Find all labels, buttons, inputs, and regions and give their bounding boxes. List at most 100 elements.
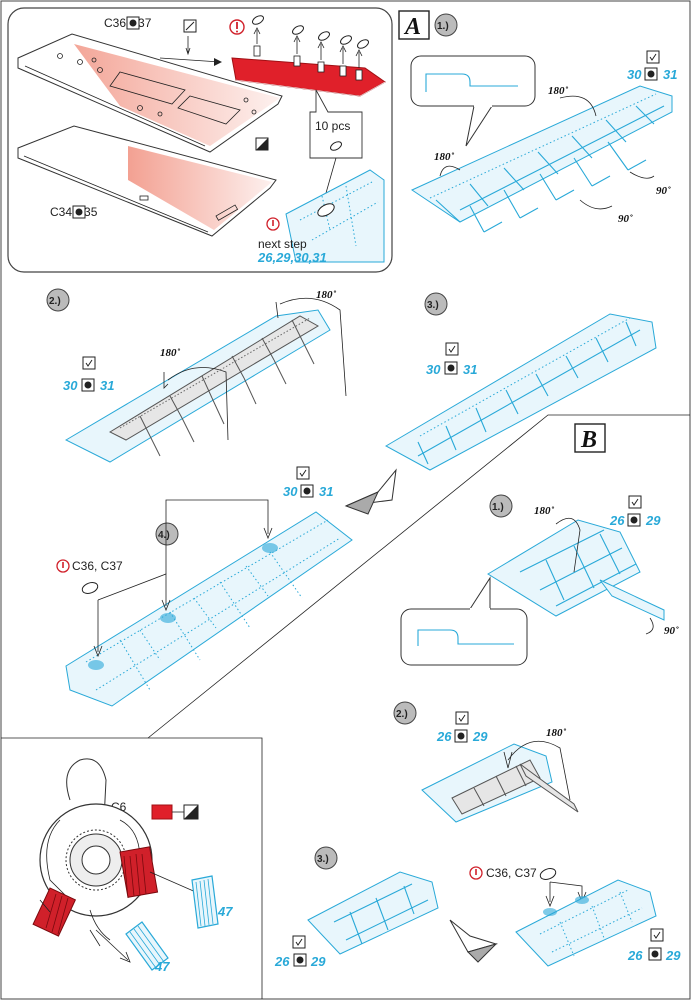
count-callout: 10 pcs bbox=[309, 89, 363, 201]
engine-pe-right-text: 47 bbox=[217, 904, 233, 919]
step-a1-angle-b: 180˚ bbox=[548, 85, 569, 97]
lower-parts-label: C34 C35 bbox=[50, 205, 98, 219]
step-b3-part-b: 29 bbox=[310, 954, 326, 969]
step-b3-glue-label: C36, C37 bbox=[469, 866, 557, 880]
step-b2-part-b: 29 bbox=[472, 729, 488, 744]
half-fill-icon bbox=[255, 137, 269, 151]
step-b3-parts: 26 29 bbox=[274, 935, 326, 969]
step-a3-parts: 30 31 bbox=[426, 342, 477, 377]
step-b1-arc-a bbox=[555, 517, 581, 573]
step-b3-wing bbox=[307, 871, 439, 955]
step-a1-part-a: 30 bbox=[627, 67, 642, 82]
step-a3-text: 3.) bbox=[427, 300, 439, 311]
step-a3-part-b: 31 bbox=[463, 362, 477, 377]
section-b-text: B bbox=[580, 427, 597, 453]
step-a2-parts: 30 31 bbox=[63, 356, 114, 393]
engine-pe-left-text: 47 bbox=[154, 959, 170, 974]
step-a2-part-a: 30 bbox=[63, 378, 78, 393]
next-step-text: next step bbox=[258, 237, 307, 251]
step-a2-wing bbox=[64, 309, 331, 463]
upper-parts-label: C36 C37 bbox=[104, 16, 152, 30]
step-a3-label: 3.) bbox=[424, 292, 448, 316]
overview-arrow-head bbox=[214, 58, 222, 66]
step-b1-text: 1.) bbox=[492, 502, 504, 513]
step-a1-angle-d: 90˚ bbox=[618, 213, 633, 225]
step-b2-angle-a: 180˚ bbox=[546, 727, 567, 739]
step-b1-angle-b: 90˚ bbox=[664, 625, 679, 637]
step-a4-arrow-b bbox=[97, 573, 171, 612]
step-a4-arrow-a bbox=[93, 600, 103, 658]
overview-upper-wing bbox=[17, 33, 283, 153]
step-a1-parts: 30 31 bbox=[627, 50, 677, 82]
step-b2-arc bbox=[507, 740, 571, 801]
step-b3-wing-after bbox=[515, 879, 657, 967]
overview-hinge-caps bbox=[252, 15, 369, 49]
step-b1-angle-a: 180˚ bbox=[534, 505, 555, 517]
engine-panel-border bbox=[1, 737, 263, 999]
step-b2-part-a: 26 bbox=[436, 729, 452, 744]
step-a2-arc-b bbox=[279, 297, 347, 397]
step-a1-label: 1.) bbox=[434, 13, 458, 37]
step-a4-part-b: 31 bbox=[319, 484, 333, 499]
step-a4-glue-text: C36, C37 bbox=[72, 559, 123, 573]
next-step-refs: 26,29,30,31 bbox=[257, 250, 327, 265]
step-b2-parts: 26 29 bbox=[436, 711, 488, 744]
step-b1-wing bbox=[487, 519, 665, 621]
step-b2-wing bbox=[421, 743, 579, 823]
step-b3-label: 3.) bbox=[314, 846, 338, 870]
step-a4-glue-label: C36, C37 bbox=[56, 559, 123, 594]
step-a1-wing bbox=[410, 85, 673, 233]
step-a1-angle-a: 180˚ bbox=[434, 151, 455, 163]
step-b2-label: 2.) bbox=[393, 701, 417, 725]
engine-assembly bbox=[32, 758, 159, 947]
step-a2-angle-b: 180˚ bbox=[316, 289, 337, 301]
fold-icon-b bbox=[449, 919, 498, 963]
step-b3-glue-text: C36, C37 bbox=[486, 866, 537, 880]
step-b1-part-a: 26 bbox=[609, 513, 625, 528]
pe-grille-right bbox=[191, 875, 219, 929]
step-b3-after-part-b: 29 bbox=[665, 948, 681, 963]
section-a-letter: A bbox=[398, 10, 430, 40]
step-a4-label: 4.) bbox=[155, 522, 179, 546]
step-b3-text: 3.) bbox=[317, 854, 329, 865]
step-b3-part-a: 26 bbox=[274, 954, 290, 969]
fold-icon-a bbox=[344, 468, 397, 515]
step-b2-text: 2.) bbox=[396, 709, 408, 720]
step-b3-after-part-a: 26 bbox=[627, 948, 643, 963]
next-step-label: next step 26,29,30,31 bbox=[257, 217, 327, 265]
step-a1-text: 1.) bbox=[437, 21, 449, 32]
step-a2-label: 2.) bbox=[46, 288, 70, 312]
step-b1-part-b: 29 bbox=[645, 513, 661, 528]
step-b3-arrows bbox=[545, 881, 587, 908]
step-b1-arc-b bbox=[645, 617, 654, 635]
step-a4-part-a: 30 bbox=[283, 484, 298, 499]
step-a1-arc-d bbox=[579, 199, 613, 210]
step-a4-parts: 30 31 bbox=[283, 466, 333, 499]
step-a3-wing bbox=[384, 313, 657, 471]
step-a2-arrow-b bbox=[275, 301, 279, 319]
overview-hinge-pins bbox=[253, 27, 363, 81]
paint-square-icon bbox=[183, 19, 197, 56]
step-a2-part-b: 31 bbox=[100, 378, 114, 393]
step-a1-arc-a bbox=[439, 165, 461, 177]
step-b1-parts: 26 29 bbox=[609, 495, 661, 528]
step-b3-parts-after: 26 29 bbox=[627, 928, 681, 963]
step-a1-angle-c: 90˚ bbox=[656, 185, 671, 197]
count-text: 10 pcs bbox=[315, 119, 350, 133]
overview-panel bbox=[7, 7, 393, 273]
step-a2-text: 2.) bbox=[49, 296, 61, 307]
overview-arrow bbox=[159, 57, 221, 63]
step-a1-part-b: 31 bbox=[663, 67, 677, 82]
pe-grille-left bbox=[125, 921, 169, 971]
step-a1-callout bbox=[410, 55, 536, 147]
section-divider-b bbox=[147, 414, 690, 739]
step-a4-wing bbox=[65, 511, 353, 707]
step-b1-label: 1.) bbox=[489, 494, 513, 518]
step-b2-arrow bbox=[503, 751, 513, 769]
step-a2-angle-a: 180˚ bbox=[160, 347, 181, 359]
engine-arrow-left bbox=[95, 929, 131, 963]
step-b1-callout bbox=[400, 576, 528, 666]
